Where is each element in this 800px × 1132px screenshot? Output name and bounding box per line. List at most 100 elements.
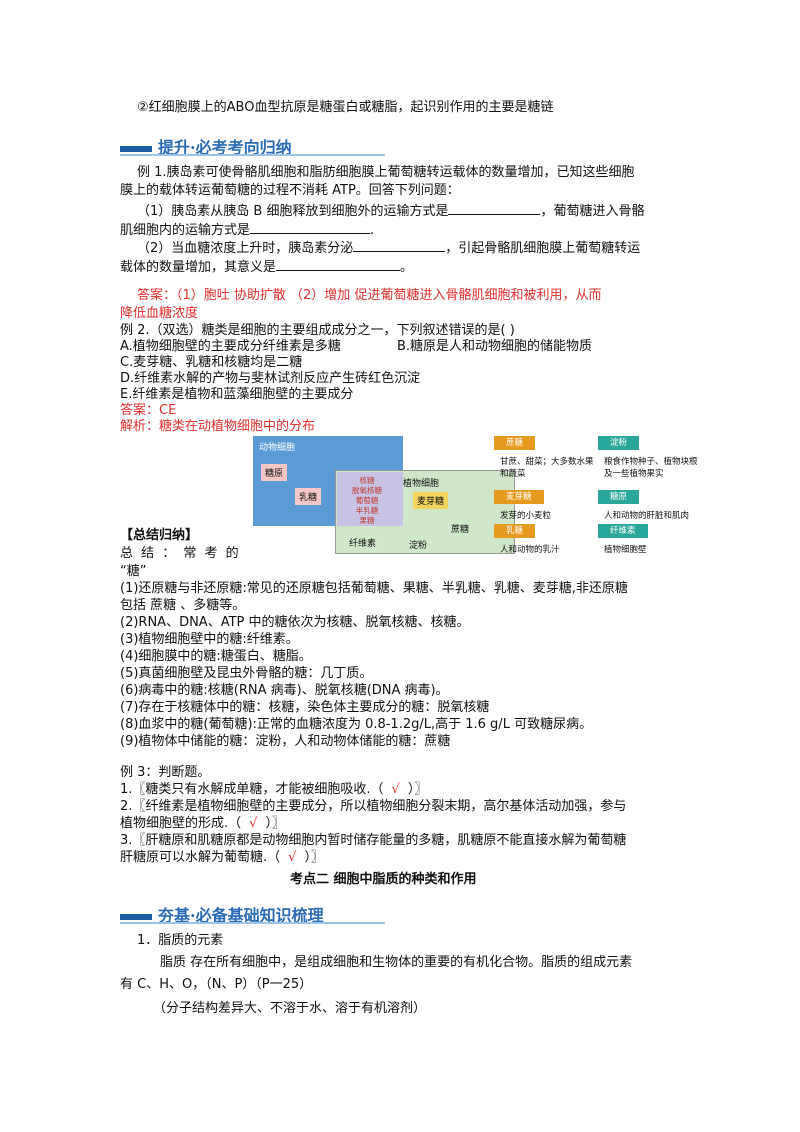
shared-sugar: 半乳糖 — [355, 506, 379, 515]
ex1-line6-text: 载体的数量增加，其意义是 — [120, 260, 277, 275]
starch-label: 淀粉 — [405, 536, 432, 553]
summary-item: (1)还原糖与非还原糖:常见的还原糖包括葡萄糖、果糖、半乳糖、乳糖、麦芽糖,非还… — [120, 581, 628, 596]
ex3-q2-cont: 植物细胞壁的形成.（ √ ）〗 — [120, 815, 285, 833]
summary-line1: 总 结 ： 常 考 的 — [120, 546, 241, 561]
cellulose-label: 纤维素 — [345, 534, 381, 551]
card-tag: 淀粉 — [598, 436, 640, 450]
section-rule — [120, 922, 385, 924]
ex1-line3: （1）胰岛素从胰岛 B 细胞释放到细胞外的运输方式是 ，葡萄糖进入骨骼 — [137, 200, 644, 221]
card-tag: 蔗糖 — [494, 436, 536, 450]
check-mark: √ — [288, 850, 297, 865]
card-tag: 糖原 — [598, 490, 640, 504]
ex1-line5-tail: ，引起骨骼肌细胞膜上葡萄糖转运 — [445, 241, 641, 256]
section-header-basic: 夯基·必备基础知识梳理 — [120, 902, 385, 925]
summary-item: (8)血浆中的糖(葡萄糖):正常的血糖浓度为 0.8-1.2g/L,高于 1.6… — [120, 717, 593, 732]
card-desc: 发芽的小麦粒 — [500, 511, 552, 521]
section-bar — [120, 914, 152, 920]
lipid-para3: （分子结构差异大、不溶于水、溶于有机溶剂） — [153, 1001, 427, 1016]
card-desc: 甘蔗、甜菜；大多数水果和蔬菜 — [500, 457, 594, 479]
ex3-q1-text: 1.〖糖类只有水解成单糖，才能被细胞吸收.（ — [120, 782, 384, 797]
summary-item: (2)RNA、DNA、ATP 中的糖依次为核糖、脱氧核糖、核糖。 — [120, 615, 470, 630]
ex1-answer-cont: 降低血糖浓度 — [120, 306, 199, 321]
ex2-question: 例 2.（双选）糖类是细胞的主要组成成分之一，下列叙述错误的是( ) — [120, 323, 515, 338]
card-desc: 人和动物的乳汁 — [500, 545, 560, 555]
topic2-heading: 考点二 细胞中脂质的种类和作用 — [290, 872, 477, 887]
shared-sugar: 脱氧核糖 — [352, 486, 382, 495]
section-header-advanced: 提升·必考考向归纳 — [120, 134, 385, 157]
card-tag: 纤维素 — [598, 524, 648, 538]
card-tag: 麦芽糖 — [494, 490, 544, 504]
card-maltose: 麦芽糖 发芽的小麦粒 — [494, 490, 594, 521]
lactose-label: 乳糖 — [295, 488, 322, 505]
glycogen-label: 糖原 — [261, 464, 288, 481]
card-cellulose: 纤维素 植物细胞壁 — [598, 524, 698, 555]
lipid-para1: 脂质 存在所有细胞中，是组成细胞和生物体的重要的有机化合物。脂质的组成元素 — [160, 955, 633, 970]
ex1-line4: 肌细胞内的运输方式是. — [120, 219, 374, 240]
ex3-q2: 2.〖纤维素是植物细胞壁的主要成分，所以植物细胞分裂末期，高尔基体活动加强，参与 — [120, 799, 627, 814]
card-desc: 粮食作物种子、植物块根及一些植物果实 — [604, 457, 698, 479]
sucrose-label: 蔗糖 — [447, 520, 474, 537]
sugar-distribution-diagram: 动物细胞 植物细胞 糖原 乳糖 核糖 脱氧核糖 葡萄糖 半乳糖 果糖 麦芽糖 蔗… — [253, 436, 515, 554]
shared-sugar: 果糖 — [359, 516, 375, 525]
check-mark: √ — [391, 782, 400, 797]
ex2-answer: 答案：CE — [120, 403, 177, 418]
maltose-label: 麦芽糖 — [413, 492, 449, 509]
ex3-q2-tail: ）〗 — [265, 816, 285, 831]
section-title: 提升·必考考向归纳 — [158, 138, 292, 157]
blank-3[interactable] — [353, 237, 446, 252]
check-mark: √ — [249, 816, 258, 831]
summary-item: (3)植物细胞壁中的糖:纤维素。 — [120, 632, 299, 647]
card-starch: 淀粉 粮食作物种子、植物块根及一些植物果实 — [598, 436, 698, 480]
ex1-line5: （2）当血糖浓度上升时，胰岛素分泌 ，引起骨骼肌细胞膜上葡萄糖转运 — [137, 237, 640, 258]
summary-item: (9)植物体中储能的糖：淀粉，人和动物体储能的糖：蔗糖 — [120, 734, 451, 749]
ex3-q3-cont: 肝糖原可以水解为葡萄糖.（ √ ）〗 — [120, 849, 324, 867]
card-glycogen: 糖原 人和动物的肝脏和肌肉 — [598, 490, 698, 521]
section-title: 夯基·必备基础知识梳理 — [158, 906, 324, 925]
plant-cell-label: 植物细胞 — [403, 479, 440, 489]
ex2-option-d: D.纤维素水解的产物与斐林试剂反应产生砖红色沉淀 — [120, 371, 421, 386]
blank-2[interactable] — [250, 219, 371, 234]
blank-1[interactable] — [448, 200, 541, 215]
lipid-para2: 有 C、H、O，（N、P）（P一25） — [120, 977, 313, 992]
ex3-q3-text: 肝糖原可以水解为葡萄糖.（ — [120, 850, 281, 865]
ex3-q1-tail: ）〗 — [407, 782, 428, 797]
card-desc: 植物细胞壁 — [604, 545, 647, 555]
ex1-answer: 答案：（1）胞吐 协助扩散 （2）增加 促进葡萄糖进入骨骼肌细胞和被利用，从而 — [137, 288, 602, 303]
ex1-line3-tail: ，葡萄糖进入骨骼 — [540, 204, 645, 219]
card-lactose: 乳糖 人和动物的乳汁 — [494, 524, 594, 555]
ex3-q1: 1.〖糖类只有水解成单糖，才能被细胞吸收.（ √ ）〗 — [120, 781, 427, 799]
summary-item: 包括 蔗糖 、多糖等。 — [120, 598, 246, 613]
intro-line: ②红细胞膜上的ABO血型抗原是糖蛋白或糖脂，起识别作用的主要是糖链 — [137, 100, 554, 115]
card-desc: 人和动物的肝脏和肌肉 — [604, 511, 690, 521]
section-rule — [120, 154, 385, 156]
summary-header: 【总结归纳】 — [120, 527, 199, 545]
summary-item: (6)病毒中的糖:核糖(RNA 病毒)、脱氧核糖(DNA 病毒)。 — [120, 683, 449, 698]
section-bar — [120, 146, 152, 152]
shared-sugar: 核糖 — [359, 476, 375, 485]
ex2-analysis: 解析：糖类在动植物细胞中的分布 — [120, 419, 316, 434]
shared-sugar: 葡萄糖 — [355, 496, 379, 505]
summary-item: (5)真菌细胞壁及昆虫外骨骼的糖：几丁质。 — [120, 666, 373, 681]
ex3-q2-text: 植物细胞壁的形成.（ — [120, 816, 242, 831]
ex1-line1: 例 1.胰岛素可使骨骼肌细胞和脂肪细胞膜上葡萄糖转运载体的数量增加，已知这些细胞 — [137, 165, 635, 180]
ex2-option-b: B.糖原是人和动物细胞的储能物质 — [397, 339, 593, 354]
summary-item: (4)细胞膜中的糖:糖蛋白、糖脂。 — [120, 649, 312, 664]
summary-line2: “糖” — [120, 564, 147, 579]
ex1-line5-text: （2）当血糖浓度上升时，胰岛素分泌 — [137, 241, 354, 256]
ex2-option-e: E.纤维素是植物和蓝藻细胞壁的主要成分 — [120, 387, 354, 402]
overlap-region — [337, 472, 403, 526]
ex2-option-a: A.植物细胞壁的主要成分纤维素是多糖 — [120, 339, 341, 354]
ex3-title: 例 3：判断题。 — [120, 765, 211, 780]
ex3-q3-tail: ）〗 — [304, 850, 324, 865]
ex1-line6: 载体的数量增加，其意义是。 — [120, 256, 413, 277]
ex1-line4-text: 肌细胞内的运输方式是 — [120, 223, 251, 238]
ex2-option-c: C.麦芽糖、乳糖和核糖均是二糖 — [120, 355, 303, 370]
shared-sugars: 核糖 脱氧核糖 葡萄糖 半乳糖 果糖 — [345, 476, 389, 526]
card-tag: 乳糖 — [494, 524, 536, 538]
ex1-line3-text: （1）胰岛素从胰岛 B 细胞释放到细胞外的运输方式是 — [137, 204, 449, 219]
blank-4[interactable] — [276, 256, 401, 271]
ex1-line2: 膜上的载体转运葡萄糖的过程不消耗 ATP。回答下列问题： — [120, 183, 460, 198]
summary-item: (7)存在于核糖体中的糖：核糖，染色体主要成分的糖：脱氧核糖 — [120, 700, 490, 715]
animal-cell-label: 动物细胞 — [259, 443, 296, 453]
ex3-q3: 3.〖肝糖原和肌糖原都是动物细胞内暂时储存能量的多糖，肌糖原不能直接水解为葡萄糖 — [120, 833, 627, 848]
